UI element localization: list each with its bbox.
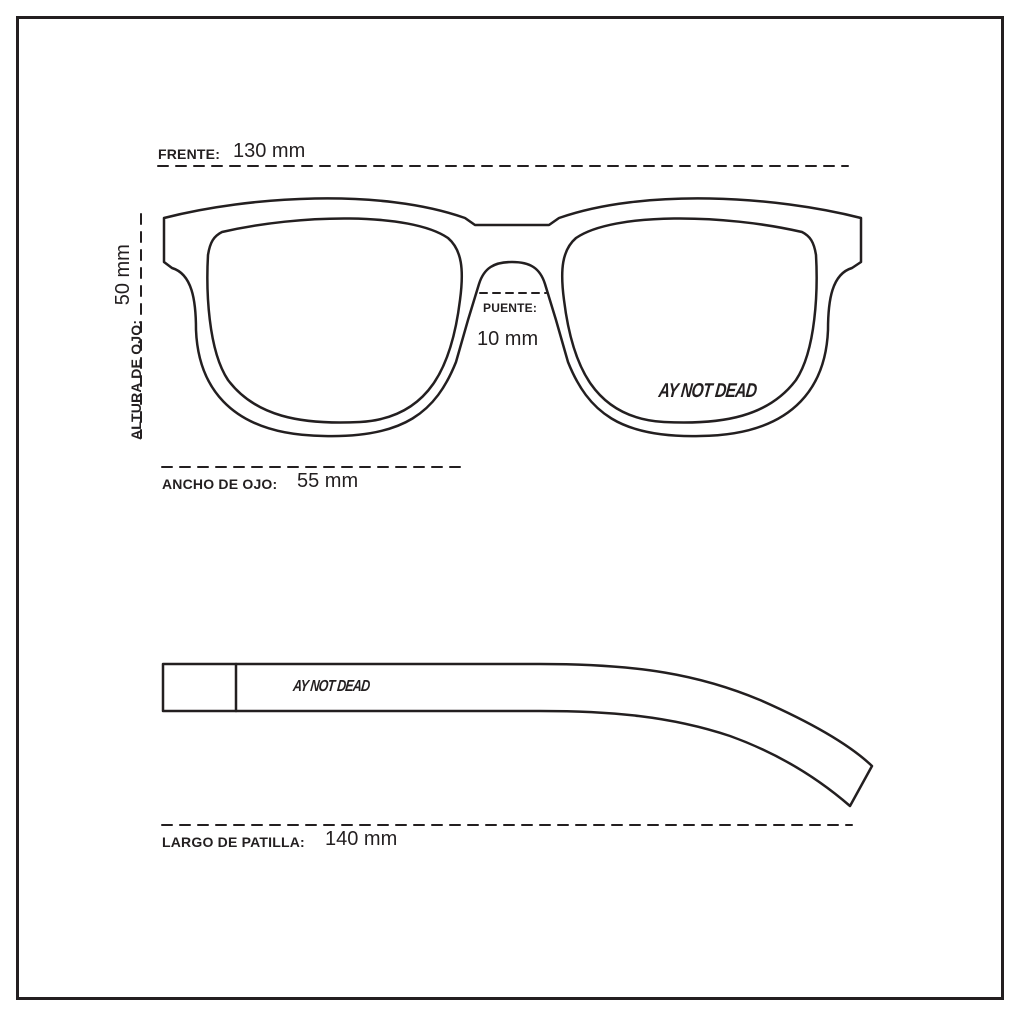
temple-brand-logo: AY NOT DEAD <box>292 678 371 695</box>
frame-front-outline <box>162 197 863 438</box>
left-lens <box>206 217 464 424</box>
frente-label: FRENTE: <box>158 146 221 162</box>
ancho-de-ojo-value: 55 mm <box>297 470 359 492</box>
right-lens <box>560 217 818 424</box>
temple-arm <box>161 662 874 808</box>
altura-de-ojo-label: ALTURA DE OJO: <box>128 319 144 440</box>
frente-value: 130 mm <box>233 140 306 162</box>
front-brand-logo: AY NOT DEAD <box>657 380 758 402</box>
largo-de-patilla-value: 140 mm <box>325 828 398 850</box>
puente-label: PUENTE: <box>483 301 538 315</box>
diagram-border <box>16 16 1004 1000</box>
altura-de-ojo-value: 50 mm <box>112 244 134 306</box>
altura-de-ojo: ALTURA DE OJO: 50 mm <box>112 244 144 440</box>
puente-value: 10 mm <box>477 328 539 350</box>
ancho-de-ojo-label: ANCHO DE OJO: <box>162 476 278 492</box>
largo-de-patilla-label: LARGO DE PATILLA: <box>162 834 305 850</box>
